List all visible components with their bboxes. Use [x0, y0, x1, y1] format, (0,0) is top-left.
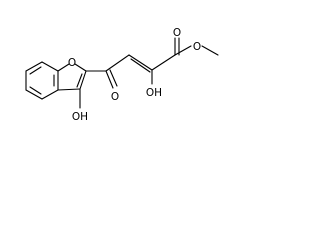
chemical-structure: O O O OH O OH — [25, 27, 219, 123]
enol-hydroxyl-label: OH — [146, 87, 162, 99]
ester-oxygen-label: O — [193, 41, 201, 53]
furan-ring — [57, 63, 87, 91]
side-chain — [85, 37, 219, 89]
ester-carbonyl-oxygen-label: O — [173, 27, 181, 39]
benzene-ring — [25, 61, 59, 100]
ring-hydroxyl-label: OH — [72, 111, 88, 123]
ketone-oxygen-label: O — [111, 91, 119, 103]
ring-oxygen-label: O — [68, 57, 76, 69]
